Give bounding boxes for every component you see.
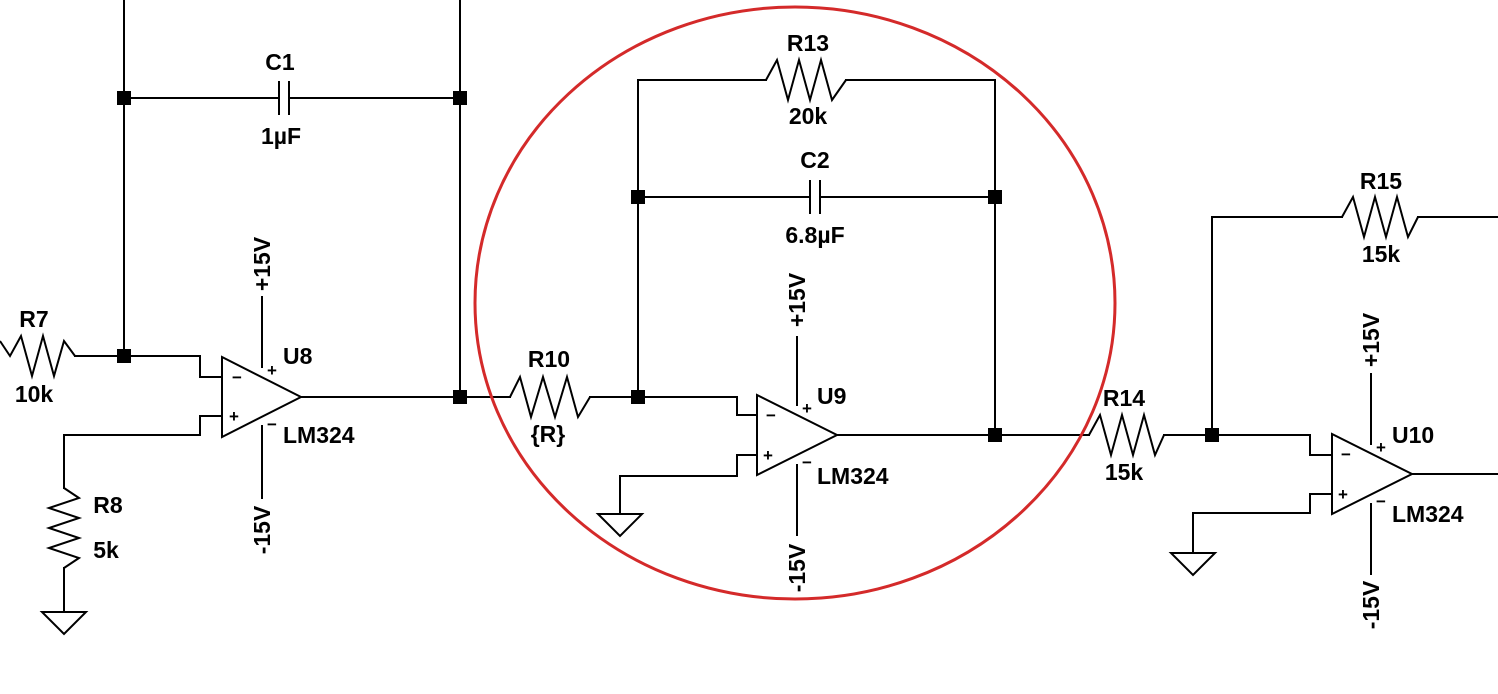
junction-dot [117, 349, 131, 363]
u10-minus-pin-mark: − [1341, 445, 1351, 464]
wires-u10-stage [1163, 216, 1498, 575]
r7-ref-label: R7 [19, 306, 48, 332]
ground-icon [39, 611, 89, 636]
junction-dot [1205, 428, 1219, 442]
u9-ref-label: U9 [817, 383, 846, 409]
u8-minus-pin-mark: − [232, 368, 242, 387]
u10-plus-pin-mark: + [1338, 485, 1348, 504]
ground-icon [595, 513, 645, 538]
u8-vneg-pin-mark: − [267, 415, 277, 434]
u9-vpos-label: +15V [784, 272, 810, 327]
r8-ref-label: R8 [93, 492, 123, 518]
c1-value-label: 1µF [261, 123, 301, 149]
u8-vneg-label: -15V [249, 505, 275, 554]
u9-vpos-pin-mark: + [802, 399, 812, 418]
r15-value-label: 15k [1362, 241, 1401, 267]
u9-minus-pin-mark: − [766, 406, 776, 425]
capacitor-c2 [809, 180, 821, 214]
junction-dot [453, 390, 467, 404]
r14-ref-label: R14 [1103, 385, 1145, 411]
u10-ref-label: U10 [1392, 422, 1434, 448]
junction-dot [631, 390, 645, 404]
c2-ref-label: C2 [800, 147, 829, 173]
c2-value-label: 6.8µF [785, 222, 844, 248]
u10-part-label: LM324 [1392, 501, 1464, 527]
u9-vneg-pin-mark: − [802, 453, 812, 472]
junction-dot [988, 428, 1002, 442]
r10-value-label: {R} [531, 421, 566, 447]
highlight-circle [473, 5, 1117, 601]
u10-vpos-label: +15V [1358, 312, 1384, 367]
r7-value-label: 10k [15, 381, 54, 407]
r10-ref-label: R10 [528, 346, 570, 372]
junction-dots [117, 91, 1219, 442]
resistor-r7 [0, 332, 76, 380]
r13-value-label: 20k [789, 103, 828, 129]
junction-dot [453, 91, 467, 105]
resistor-r13 [765, 56, 847, 104]
wires-u9-stage [589, 79, 1090, 536]
component-labels: C1 1µF R13 20k C2 6.8µF R7 10k R8 5k R10… [15, 30, 1464, 629]
r14-value-label: 15k [1105, 459, 1144, 485]
capacitor-c1 [278, 81, 290, 115]
resistor-r15 [1341, 193, 1419, 241]
u8-plus-pin-mark: + [229, 407, 239, 426]
opamp-u9: − + + − [756, 393, 840, 477]
resistor-r8 [45, 487, 83, 569]
r15-ref-label: R15 [1360, 168, 1402, 194]
ground-icon [1168, 552, 1218, 577]
u8-vpos-label: +15V [249, 236, 275, 291]
u10-vneg-label: -15V [1358, 580, 1384, 629]
resistor-r14 [1088, 411, 1165, 459]
u9-vneg-label: -15V [784, 543, 810, 592]
u9-plus-pin-mark: + [763, 446, 773, 465]
opamp-u8: − + + − [221, 355, 304, 439]
opamp-u10: − + + − [1331, 432, 1415, 516]
junction-dot [631, 190, 645, 204]
junction-dot [117, 91, 131, 105]
c1-ref-label: C1 [265, 49, 295, 75]
junction-dot [988, 190, 1002, 204]
u8-vpos-pin-mark: + [267, 361, 277, 380]
r8-value-label: 5k [93, 537, 119, 563]
r13-ref-label: R13 [787, 30, 829, 56]
u8-part-label: LM324 [283, 422, 355, 448]
wires-u8-stage [63, 0, 511, 613]
u10-vneg-pin-mark: − [1376, 492, 1386, 511]
u9-part-label: LM324 [817, 463, 889, 489]
u10-vpos-pin-mark: + [1376, 438, 1386, 457]
u8-ref-label: U8 [283, 343, 313, 369]
resistor-r10 [509, 373, 591, 421]
